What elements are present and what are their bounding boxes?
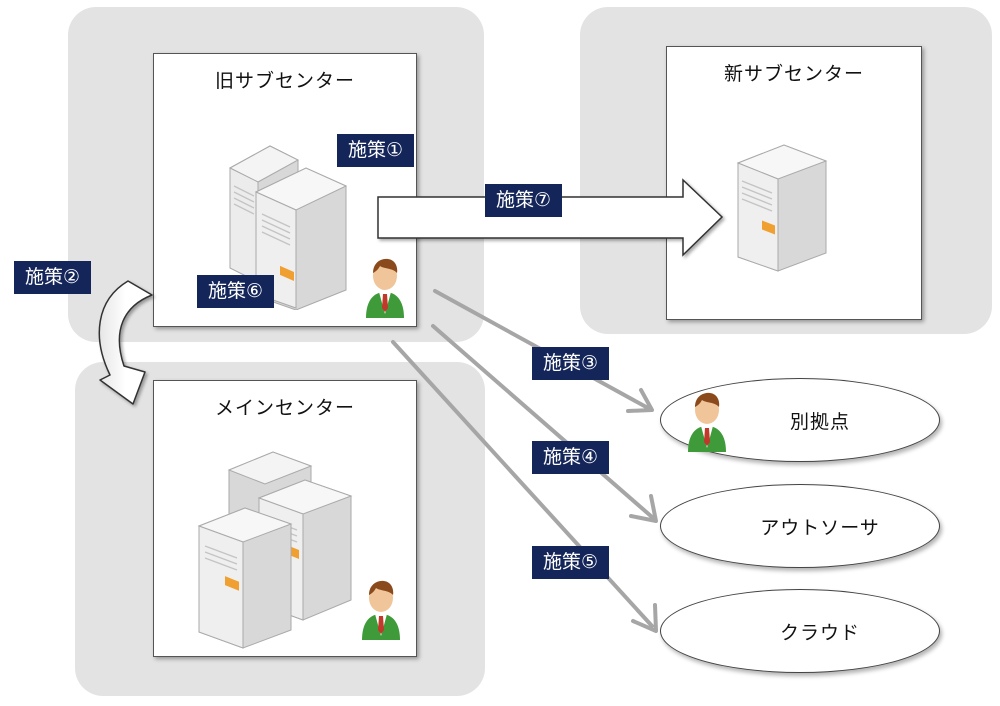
measure-6-badge: 施策⑥ bbox=[197, 275, 275, 308]
connector-to-outsourcer bbox=[431, 324, 658, 523]
branch-site-label: 別拠点 bbox=[789, 410, 850, 433]
businessman-icon bbox=[688, 392, 726, 452]
measure-7-badge: 施策⑦ bbox=[485, 184, 563, 217]
server-tower-icon bbox=[736, 144, 828, 272]
businessman-icon bbox=[362, 580, 400, 640]
server-tower-icon bbox=[197, 451, 353, 649]
server-tower-icon bbox=[228, 145, 348, 310]
cloud-label: クラウド bbox=[779, 621, 860, 644]
measure-3-badge: 施策③ bbox=[532, 347, 610, 380]
outsourcer-node: アウトソーサ bbox=[660, 484, 940, 568]
measure-1-badge: 施策① bbox=[337, 134, 415, 167]
new-sub-center-title: 新サブセンター bbox=[723, 63, 864, 85]
main-center-title: メインセンター bbox=[214, 397, 355, 419]
server-tower-front bbox=[254, 167, 348, 310]
server-tower-left bbox=[197, 507, 293, 649]
consolidation-curved-arrow bbox=[98, 280, 153, 405]
measure-4-badge: 施策④ bbox=[532, 441, 610, 474]
old-sub-center-title: 旧サブセンター bbox=[214, 70, 355, 92]
measure-2-badge: 施策② bbox=[14, 261, 92, 294]
migration-arrow bbox=[377, 178, 724, 257]
cloud-node: クラウド bbox=[660, 589, 940, 673]
measure-5-badge: 施策⑤ bbox=[532, 546, 610, 579]
businessman-icon bbox=[366, 258, 404, 318]
outsourcer-label: アウトソーサ bbox=[760, 516, 880, 539]
